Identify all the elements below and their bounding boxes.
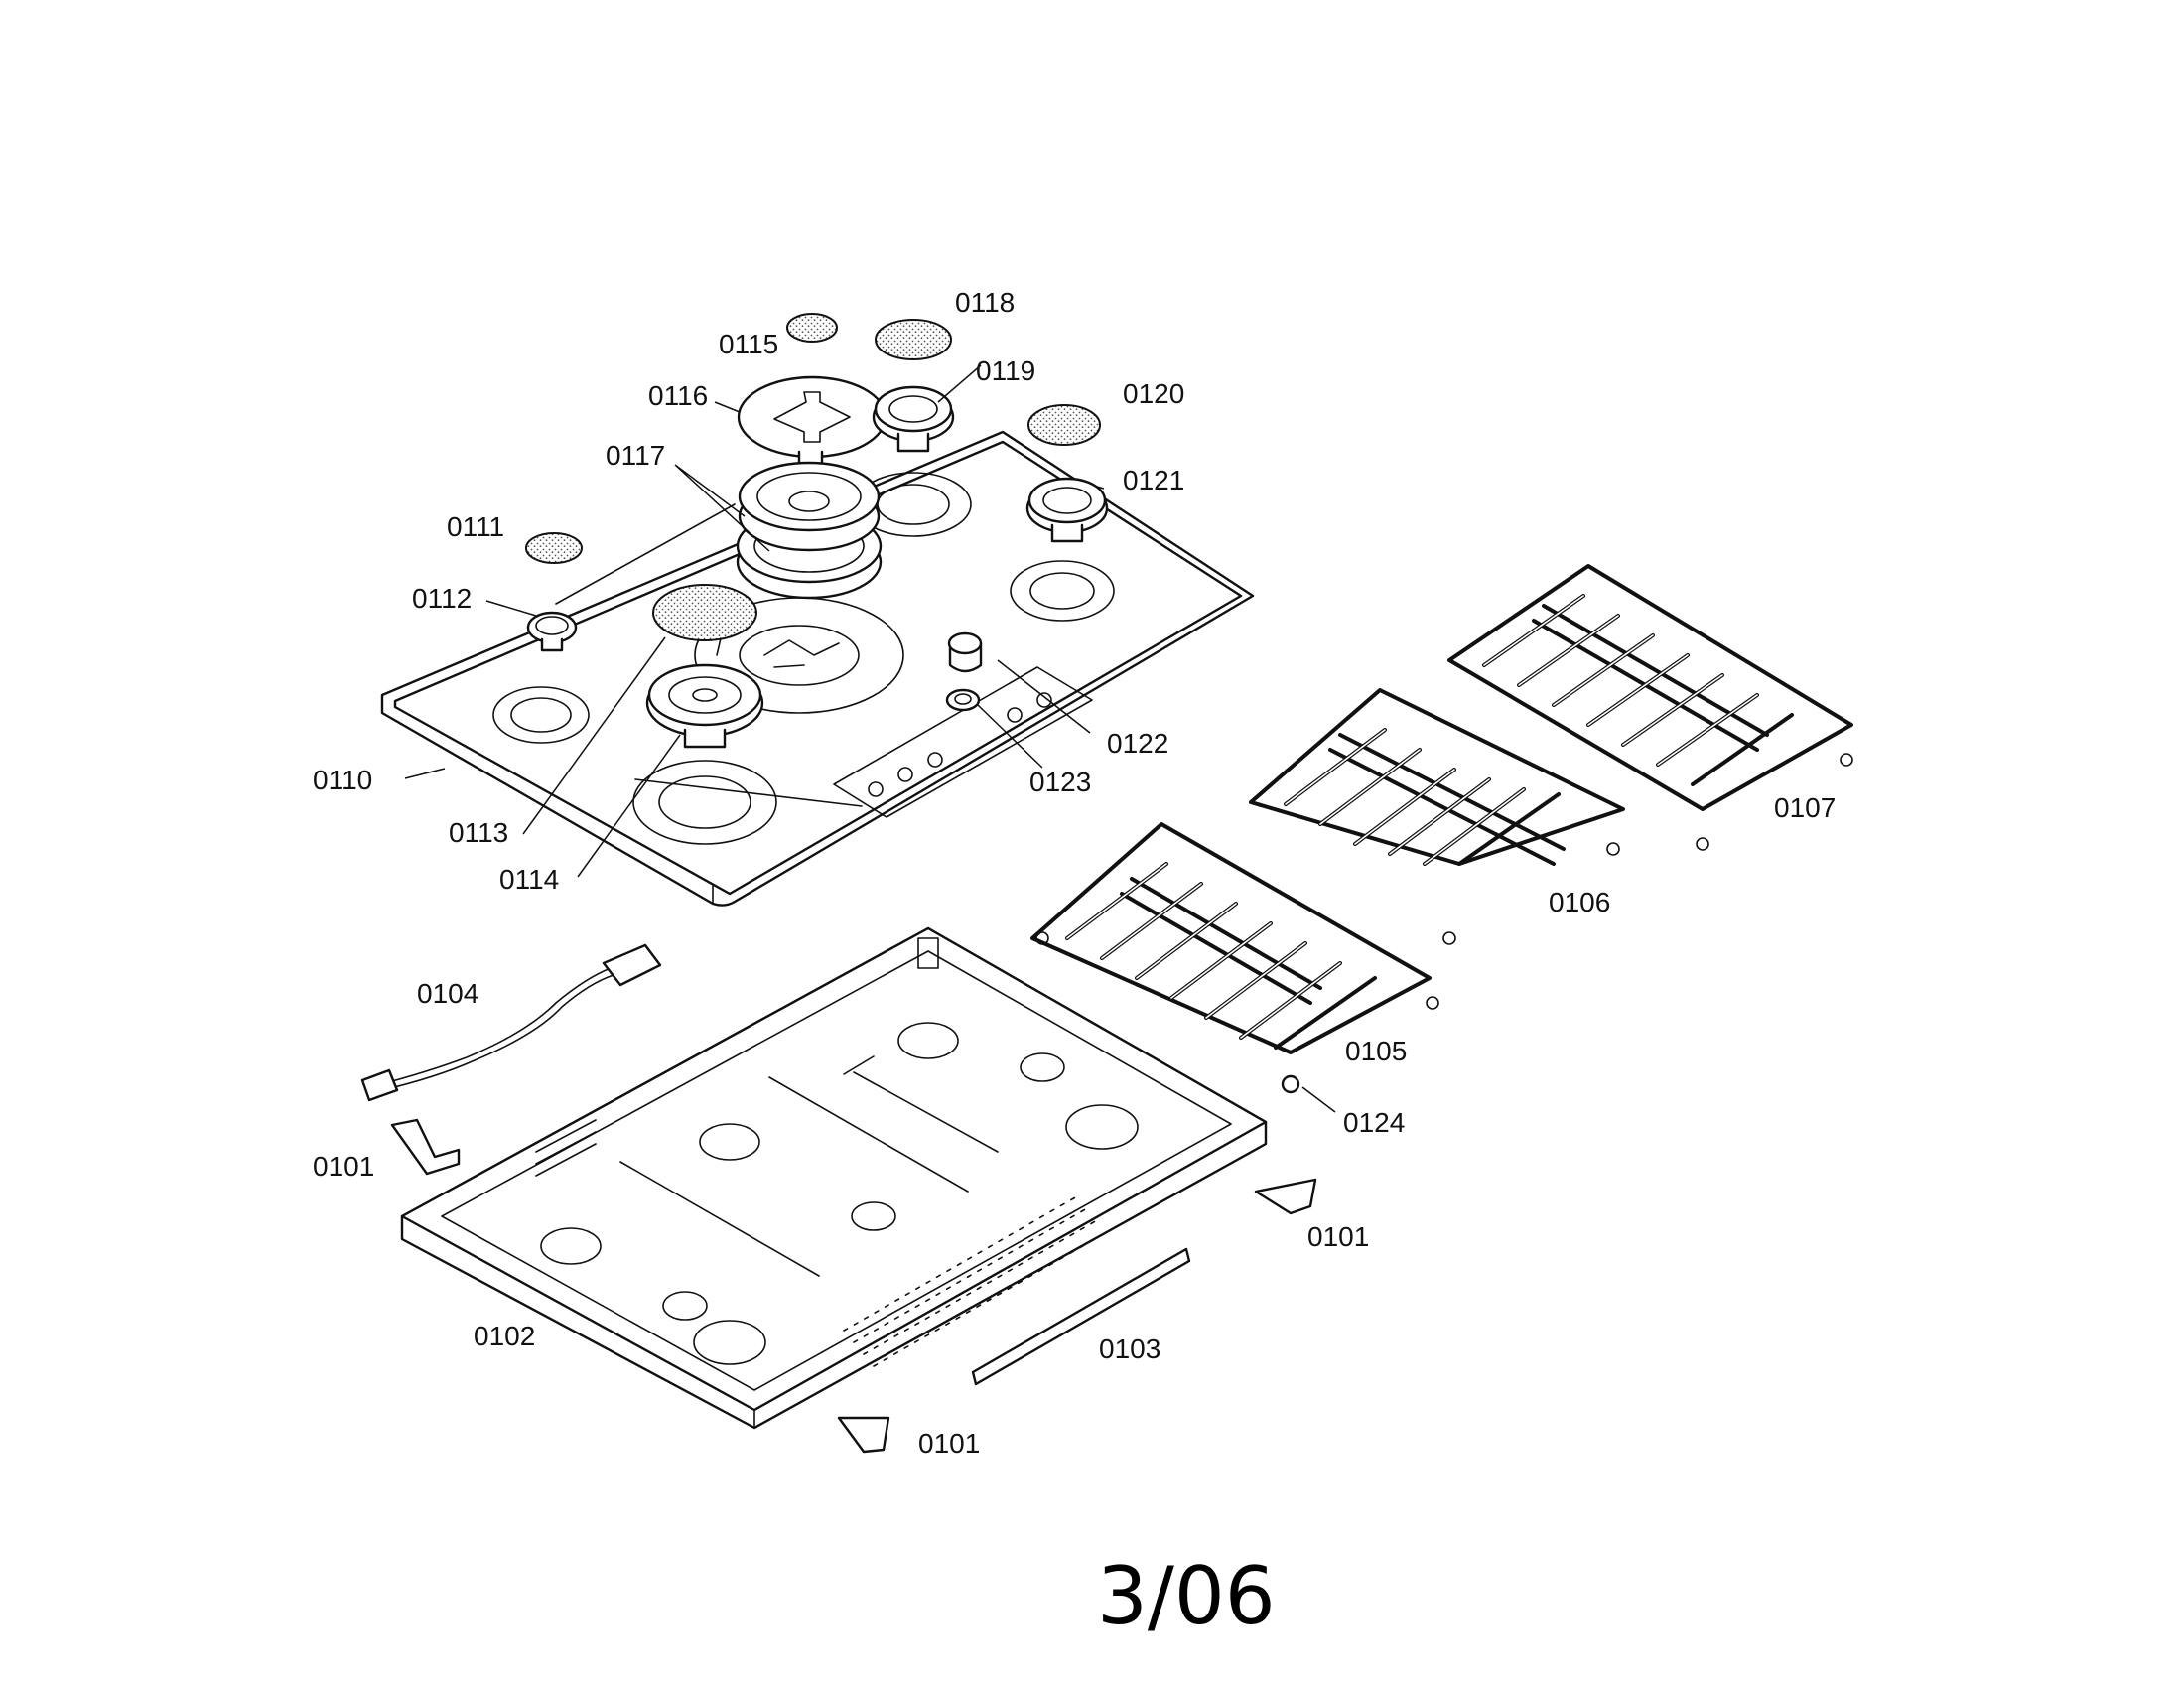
part-labels: 0101 0101 0101 0102 0103 0104 0105 0106 …	[313, 287, 1836, 1459]
label-0122: 0122	[1107, 728, 1168, 759]
burner-cap-0120	[1027, 404, 1101, 446]
burner-head-0112	[526, 611, 578, 652]
label-0105: 0105	[1345, 1036, 1407, 1066]
label-0101-b: 0101	[1307, 1221, 1369, 1252]
label-0101-a: 0101	[313, 1151, 374, 1182]
label-0119: 0119	[976, 355, 1035, 386]
label-0102: 0102	[474, 1321, 535, 1351]
power-cord-0104	[360, 943, 662, 1102]
burner-head-0121	[1025, 477, 1109, 543]
leader-lines	[404, 364, 1336, 1113]
burner-cap-0115	[786, 313, 838, 343]
burner-cap-0118	[875, 319, 952, 360]
label-0117: 0117	[606, 440, 665, 471]
label-0101-c: 0101	[918, 1428, 980, 1459]
mounting-clip-0101-b	[1254, 1178, 1317, 1215]
burner-head-0114	[645, 663, 764, 749]
label-0121: 0121	[1123, 465, 1184, 495]
flame-spreader-0116	[737, 375, 887, 467]
page-number: 3/06	[1097, 1550, 1276, 1642]
label-0110: 0110	[313, 765, 372, 795]
label-0113: 0113	[449, 817, 508, 848]
label-0114: 0114	[499, 864, 559, 895]
burner-head-0119	[872, 385, 955, 453]
burner-cap-0113	[652, 584, 757, 656]
label-0124: 0124	[1343, 1107, 1405, 1138]
mounting-clip-0101-a	[390, 1118, 461, 1176]
bottom-tray	[400, 926, 1268, 1430]
knob-bezel-0123	[945, 688, 981, 712]
cooktop-top-panel	[380, 430, 1255, 907]
grate-0107	[1447, 564, 1853, 851]
label-0123: 0123	[1029, 767, 1091, 797]
label-0111: 0111	[447, 511, 504, 542]
label-0118: 0118	[955, 287, 1015, 318]
label-0115: 0115	[719, 329, 778, 359]
label-0112: 0112	[412, 583, 472, 614]
label-0104: 0104	[417, 978, 478, 1009]
label-0120: 0120	[1123, 378, 1184, 409]
trim-strip-0103	[971, 1247, 1191, 1386]
label-0106: 0106	[1549, 887, 1610, 917]
grate-foot-0124	[1281, 1074, 1300, 1094]
label-0107: 0107	[1774, 792, 1836, 823]
control-knob-0122	[947, 632, 983, 673]
label-0116: 0116	[648, 380, 708, 411]
burner-cap-0111	[525, 532, 583, 564]
grate-0106	[1249, 688, 1625, 945]
mounting-clip-0101-c	[837, 1416, 890, 1454]
label-0103: 0103	[1099, 1333, 1160, 1364]
wok-burner-rings-0117	[736, 461, 883, 600]
